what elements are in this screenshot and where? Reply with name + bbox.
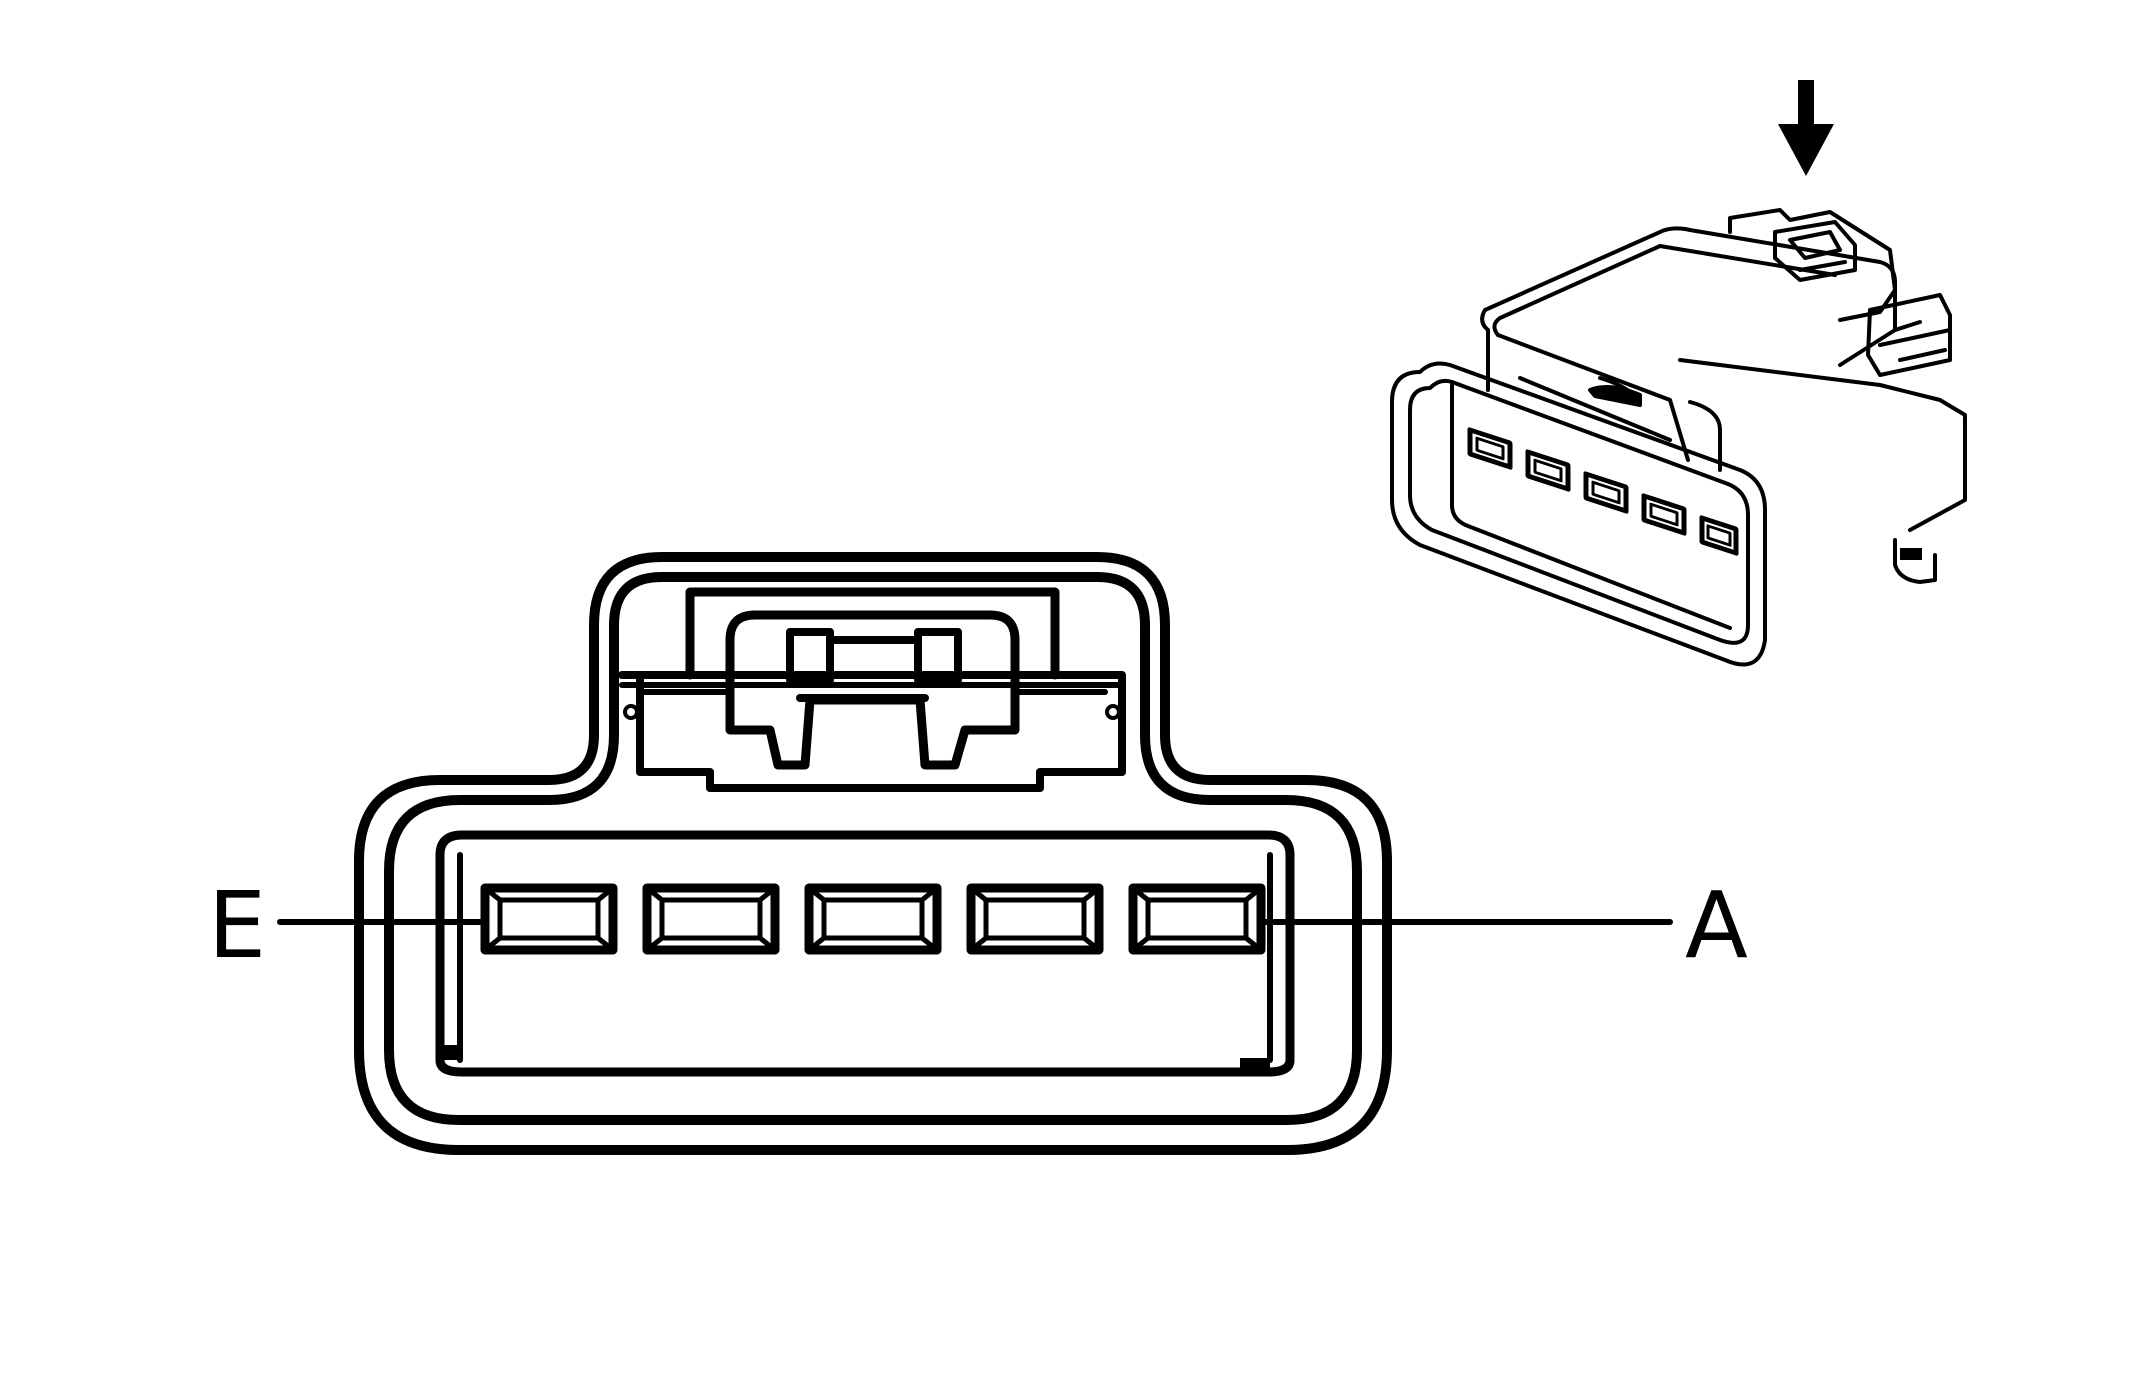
iso-face-recess (1450, 383, 1732, 630)
pin-a (1128, 883, 1266, 955)
cavity-floor (435, 1055, 1295, 1077)
iso-shell-inner (1408, 378, 1750, 645)
iso-latch-window (1773, 220, 1857, 282)
iso-hood-inner (1492, 244, 1837, 337)
iso-latch-curve (1588, 384, 1642, 407)
iso-pin-1 (1467, 427, 1513, 470)
housing-inner-outline (384, 572, 1362, 1125)
latch-frame (685, 587, 1060, 680)
iso-hood-front (1486, 328, 1690, 462)
iso-rear-ribs (1893, 320, 1947, 362)
iso-latch-window-inner (1788, 230, 1847, 272)
iso-latch-housing (1728, 208, 1897, 322)
latch-left-tab (786, 628, 834, 684)
iso-pin-4 (1641, 493, 1687, 536)
pin-e (480, 883, 618, 955)
latch-right-tab (914, 628, 962, 684)
iso-pin-2 (1525, 449, 1571, 492)
housing-outer-outline (354, 552, 1392, 1155)
iso-rear-steps (1866, 293, 1952, 377)
latch-left-pivot (623, 704, 639, 720)
iso-bottom-tab (1893, 538, 1937, 584)
latch-body (725, 610, 1020, 770)
pin-d (642, 883, 780, 955)
latch-base (618, 671, 1126, 792)
connector-face-view (277, 552, 1673, 1155)
pin-b (966, 883, 1104, 955)
iso-pin-5 (1699, 515, 1739, 556)
pin-label-e: E (208, 872, 266, 979)
cavity-outline (435, 830, 1295, 1065)
connector-isometric-view (1390, 80, 1967, 667)
iso-hood-side (1678, 358, 1967, 532)
iso-pin-3 (1583, 471, 1629, 514)
cavity-left-notch (442, 1045, 460, 1060)
iso-bottom-tab-fill (1900, 548, 1922, 560)
latch-right-pivot (1105, 704, 1121, 720)
pin-label-a: A (1685, 872, 1748, 979)
down-arrow-icon (1778, 80, 1834, 176)
iso-shell-outer (1390, 361, 1767, 667)
pin-c (804, 883, 942, 955)
cavity-right-notch (1240, 1058, 1270, 1068)
